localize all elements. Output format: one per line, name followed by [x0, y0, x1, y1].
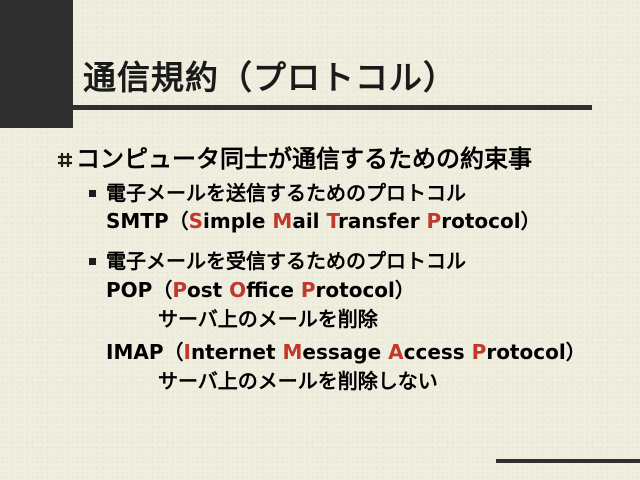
smtp-initial: T [326, 209, 338, 233]
smtp-abbr: SMTP [106, 209, 169, 233]
main-bullet-text: コンピュータ同士が通信するための約束事 [76, 145, 532, 173]
title-divider [0, 105, 592, 110]
receive-protocol-text: 電子メールを受信するためのプロトコル [106, 249, 466, 273]
pop-word-rest: ffice [246, 278, 301, 302]
square-bullet-icon [89, 190, 96, 197]
pop-note: サーバ上のメールを削除 [158, 307, 378, 331]
imap-initial: P [471, 340, 487, 364]
pound-bullet-icon [57, 152, 73, 168]
smtp-word-rest: imple [203, 209, 273, 233]
imap-initial: M [282, 340, 303, 364]
imap-word-rest: rotocol [486, 340, 566, 364]
smtp-initial: S [188, 209, 204, 233]
pop-initial: O [229, 278, 247, 302]
send-protocol-text: 電子メールを送信するためのプロトコル [106, 181, 466, 205]
imap-open-paren: （ [163, 340, 184, 364]
imap-close-paren: ） [565, 340, 586, 364]
smtp-word-rest: ransfer [337, 209, 427, 233]
pop-word-rest: rotocol [315, 278, 395, 302]
imap-initial: A [388, 340, 404, 364]
imap-note: サーバ上のメールを削除しない [158, 369, 438, 393]
footer-divider [496, 459, 640, 463]
pop-word-rest: ost [187, 278, 230, 302]
pop-close-paren: ） [394, 278, 415, 302]
pop-line: POP（Post Office Protocol） [106, 277, 415, 303]
imap-word-rest: nternet [190, 340, 283, 364]
imap-line: IMAP（Internet Message Access Protocol） [106, 339, 586, 365]
smtp-initial: M [272, 209, 293, 233]
smtp-initial: P [426, 209, 442, 233]
pop-abbr: POP [106, 278, 153, 302]
smtp-close-paren: ） [520, 209, 541, 233]
smtp-line: SMTP（Simple Mail Transfer Protocol） [106, 208, 541, 234]
smtp-word-rest: rotocol [441, 209, 521, 233]
imap-word-rest: essage [302, 340, 389, 364]
pop-open-paren: （ [152, 278, 173, 302]
pop-initial: P [172, 278, 187, 302]
imap-initial: I [183, 340, 191, 364]
imap-abbr: IMAP [106, 340, 164, 364]
pop-initial: P [300, 278, 316, 302]
square-bullet-icon [89, 258, 96, 265]
smtp-word-rest: ail [292, 209, 327, 233]
slide-title: 通信規約（プロトコル） [83, 58, 457, 97]
smtp-open-paren: （ [168, 209, 189, 233]
imap-word-rest: ccess [403, 340, 472, 364]
